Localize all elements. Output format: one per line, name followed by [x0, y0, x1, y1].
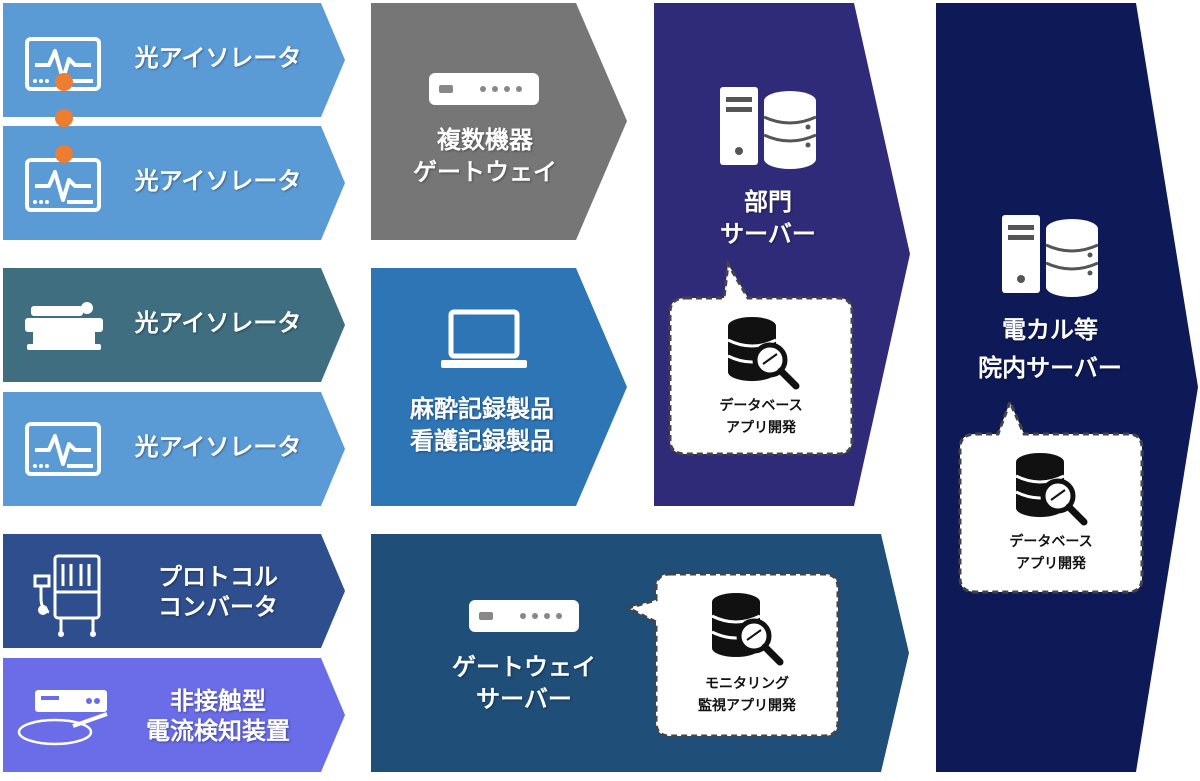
records-products-chevron: 麻酔記録製品 看護記録製品	[371, 268, 627, 506]
gateway-icon	[429, 73, 539, 105]
hospital-server-label-line-1: 電カル等	[1002, 316, 1098, 344]
device-label-line-2: コンバータ	[158, 593, 278, 621]
device-chevron-isolator-2: 光アイソレータ	[3, 126, 345, 240]
bubble-line-2: アプリ開発	[1016, 556, 1086, 572]
monitor-icon	[25, 158, 101, 212]
device-chevron-isolator-3: 光アイソレータ	[3, 268, 345, 382]
hospital-server-chevron: 電カル等 院内サーバー	[936, 3, 1198, 772]
records-label-line-1: 麻酔記録製品	[410, 395, 554, 423]
bubble-line-1: データベース	[719, 398, 803, 414]
connector-dots	[55, 73, 73, 163]
device-chevron-protocol-converter: プロトコル コンバータ	[3, 534, 345, 648]
device-chevron-isolator-1: 光アイソレータ	[3, 3, 345, 117]
device-label: 光アイソレータ	[134, 167, 302, 195]
device-label-line-1: プロトコル	[158, 563, 278, 591]
dept-server-label-line-1: 部門	[744, 188, 792, 216]
device-chevron-current-sensor: 非接触型 電流検知装置	[3, 658, 345, 772]
gateway-server-label-line-1: ゲートウェイ	[452, 653, 596, 681]
multi-device-gateway-chevron: 複数機器 ゲートウェイ	[371, 3, 627, 240]
sensor-device-icon	[17, 690, 108, 746]
dept-database-bubble: データベース アプリ開発	[664, 258, 858, 458]
hospital-server-label-line-2: 院内サーバー	[978, 354, 1122, 382]
server-icon	[1002, 215, 1098, 299]
gateway-label-line-2: ゲートウェイ	[413, 158, 557, 186]
gateway-label-line-1: 複数機器	[437, 126, 533, 154]
ventilator-icon	[33, 554, 101, 637]
device-label-line-2: 電流検知装置	[146, 717, 290, 745]
gateway-monitoring-bubble: モニタリング 監視アプリ開発	[624, 570, 844, 740]
medical-device-icon	[25, 302, 103, 350]
server-icon	[720, 87, 816, 171]
device-label: 光アイソレータ	[134, 433, 302, 461]
records-label-line-2: 看護記録製品	[410, 427, 554, 455]
gateway-server-label-line-2: サーバー	[476, 685, 572, 713]
database-search-icon	[710, 592, 784, 666]
device-chevron-isolator-4: 光アイソレータ	[3, 392, 345, 506]
bubble-line-1: データベース	[1009, 534, 1093, 550]
device-label: 光アイソレータ	[134, 44, 302, 72]
gateway-icon	[469, 600, 579, 632]
device-label: 光アイソレータ	[134, 309, 302, 337]
database-search-icon	[1014, 452, 1088, 526]
hospital-database-bubble: データベース アプリ開発	[954, 398, 1148, 596]
bubble-line-2: アプリ開発	[726, 420, 796, 436]
device-label-line-1: 非接触型	[170, 687, 266, 715]
bubble-line-1: モニタリング	[705, 676, 789, 692]
bubble-line-2: 監視アプリ開発	[698, 698, 796, 714]
monitor-icon	[25, 422, 101, 476]
database-search-icon	[726, 316, 800, 390]
laptop-icon	[441, 309, 527, 368]
dept-server-label-line-2: サーバー	[720, 220, 816, 248]
